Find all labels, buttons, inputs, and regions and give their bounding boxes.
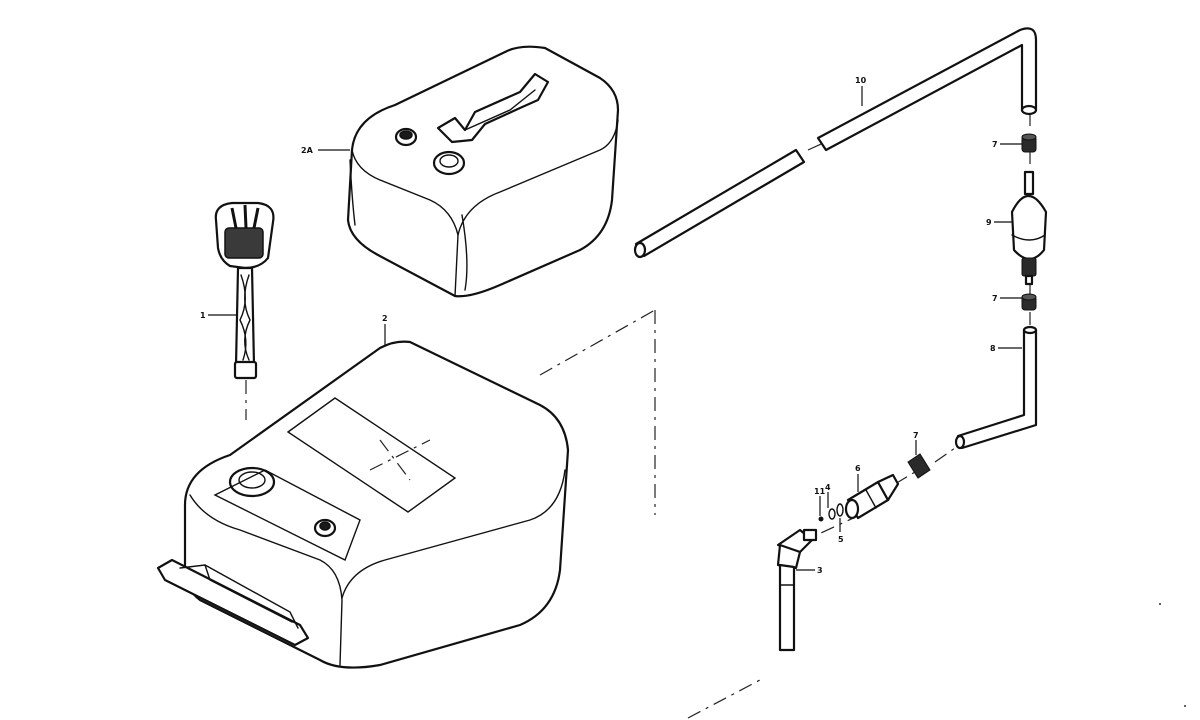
hose-clamp-7-mid (1021, 293, 1037, 311)
label-part-1: 1 (200, 311, 206, 320)
fuel-pickup-3 (776, 528, 818, 652)
label-part-7-mid: 7 (992, 294, 998, 303)
label-part-8: 8 (990, 344, 996, 353)
label-part-4: 4 (825, 483, 831, 492)
fuel-tank-2 (156, 340, 570, 669)
label-part-9: 9 (986, 218, 992, 227)
label-part-7-top: 7 (992, 140, 998, 149)
fuel-hose-10 (633, 27, 1038, 259)
fuel-hose-8 (954, 325, 1038, 450)
label-part-7-low: 7 (913, 431, 919, 440)
fuel-gauge-1 (214, 201, 275, 420)
label-part-11: 11 (814, 487, 826, 496)
o-rings (818, 503, 844, 522)
hose-clamp-7-top (1021, 133, 1037, 153)
label-part-2a: 2A (301, 146, 314, 155)
center-lines (539, 112, 1031, 719)
fuel-tank-2a (346, 45, 620, 298)
label-part-10: 10 (855, 76, 867, 85)
label-part-6: 6 (855, 464, 861, 473)
primer-bulb-9 (1010, 170, 1048, 286)
label-part-3: 3 (817, 566, 823, 575)
leader-lines (208, 86, 1022, 571)
label-part-5: 5 (838, 535, 844, 544)
hose-clamp-7-low (907, 453, 931, 479)
label-part-2: 2 (382, 314, 388, 323)
connector-6 (844, 473, 900, 520)
